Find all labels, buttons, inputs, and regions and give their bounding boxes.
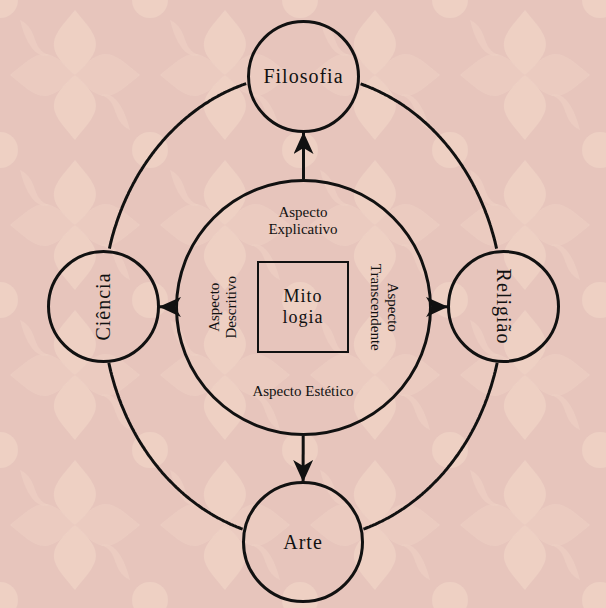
- ring-arc: [361, 84, 497, 249]
- node-label: Religião: [492, 269, 515, 345]
- node-label: Ciência: [92, 272, 115, 340]
- central-circle: Aspecto ExplicativoAspecto DescritivoAsp…: [175, 179, 432, 436]
- ring-arc: [109, 84, 246, 249]
- aspect-label: Aspecto Transcendente: [367, 252, 402, 362]
- arrow-connector: [302, 132, 305, 179]
- arrow-connector: [432, 305, 448, 308]
- arrow-connector: [159, 305, 175, 308]
- title-square: Mito logia: [257, 261, 349, 353]
- node-label: Mito logia: [273, 286, 333, 327]
- node-label: Arte: [283, 531, 323, 554]
- node-label: Filosofia: [263, 65, 343, 88]
- circle-node: Ciência: [47, 250, 160, 363]
- circle-node: Religião: [447, 250, 560, 363]
- aspect-label: Aspecto Descritivo: [206, 252, 241, 362]
- ring-arc: [109, 363, 243, 529]
- circle-node: Filosofia: [247, 20, 360, 133]
- circle-node: Arte: [242, 481, 364, 603]
- arrow-connector: [302, 436, 305, 482]
- ring-arc: [363, 363, 497, 529]
- aspect-label: Aspecto Explicativo: [248, 204, 358, 239]
- aspect-label: Aspecto Estético: [248, 383, 358, 400]
